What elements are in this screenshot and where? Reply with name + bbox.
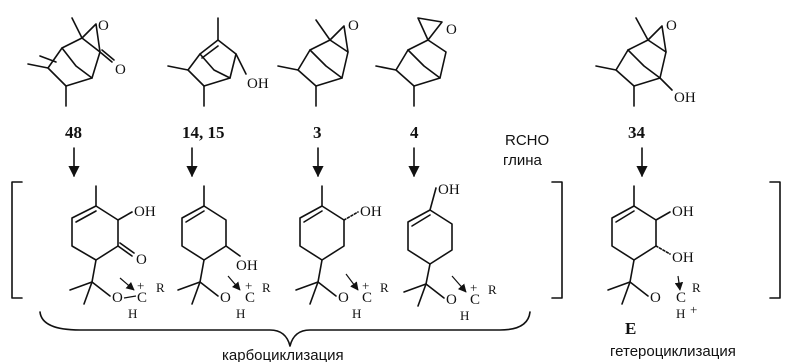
reagent-rcho: RCHO: [505, 132, 549, 149]
caption-carbocyclization: карбоциклизация: [222, 347, 344, 362]
h-int-4: H: [460, 308, 469, 323]
c-int-48: C: [137, 290, 147, 306]
ether-o-int-3: O: [338, 290, 349, 306]
compound-label-48: 48: [65, 123, 82, 142]
molecule-48: [27, 17, 115, 107]
plus-int-48: +: [137, 278, 144, 293]
h-int-E: H: [676, 306, 685, 321]
reagent-clay: глина: [503, 152, 543, 169]
intermediate-14-15: [177, 185, 241, 305]
ether-o-int-E: O: [650, 290, 661, 306]
ether-o-int-4: O: [446, 292, 457, 308]
oh2-int-E: OH: [672, 250, 694, 266]
c-int-3: C: [362, 290, 372, 306]
r-int-4: R: [488, 282, 497, 297]
o-34: O: [666, 18, 677, 34]
oh-int-14-15: OH: [236, 258, 258, 274]
o-4: O: [446, 22, 457, 38]
molecule-14-15: [167, 17, 247, 107]
o-3: O: [348, 18, 359, 34]
intermediate-48: [69, 185, 135, 305]
oh-34: OH: [674, 90, 696, 106]
r-int-E: R: [692, 280, 701, 295]
intermediate-3: [295, 185, 359, 305]
oh1-int-E: OH: [672, 204, 694, 220]
carbocyclization-brace: [39, 311, 531, 347]
ketone-o-48: O: [115, 62, 126, 78]
plus-int-14-15: +: [245, 278, 252, 293]
c-int-14-15: C: [245, 290, 255, 306]
left-bracket-close: [551, 181, 563, 299]
compound-label-34: 34: [628, 123, 646, 142]
compound-label-14-15: 14, 15: [182, 123, 225, 142]
oh-int-48: OH: [134, 204, 156, 220]
o-48: O: [98, 18, 109, 34]
ether-o-int-14-15: O: [220, 290, 231, 306]
intermediate-E: [607, 185, 671, 305]
o-int-48: O: [136, 252, 147, 268]
r-int-14-15: R: [262, 280, 271, 295]
oh-int-4: OH: [438, 182, 460, 198]
ether-o-int-48: O: [112, 290, 123, 306]
left-bracket-open: [11, 181, 23, 299]
oh-14-15: OH: [247, 76, 269, 92]
h-int-3: H: [352, 306, 361, 321]
h-int-48: H: [128, 306, 137, 321]
plus-int-4: +: [470, 280, 477, 295]
c-int-4: C: [470, 292, 480, 308]
oh-int-3: OH: [360, 204, 382, 220]
compound-label-4: 4: [410, 123, 419, 142]
right-bracket-close: [769, 181, 781, 299]
compound-label-3: 3: [313, 123, 322, 142]
molecule-3: [277, 19, 349, 107]
molecule-4: [375, 17, 447, 107]
r-int-48: R: [156, 280, 165, 295]
compound-label-E: E: [625, 319, 636, 338]
r-int-3: R: [380, 280, 389, 295]
plus-int-3: +: [362, 278, 369, 293]
c-int-E: C: [676, 290, 686, 306]
caption-heterocyclization: гетероциклизация: [610, 343, 736, 360]
molecule-34: [595, 17, 673, 107]
h-int-14-15: H: [236, 306, 245, 321]
plus-int-E: +: [690, 302, 697, 317]
intermediate-4: [403, 187, 453, 307]
